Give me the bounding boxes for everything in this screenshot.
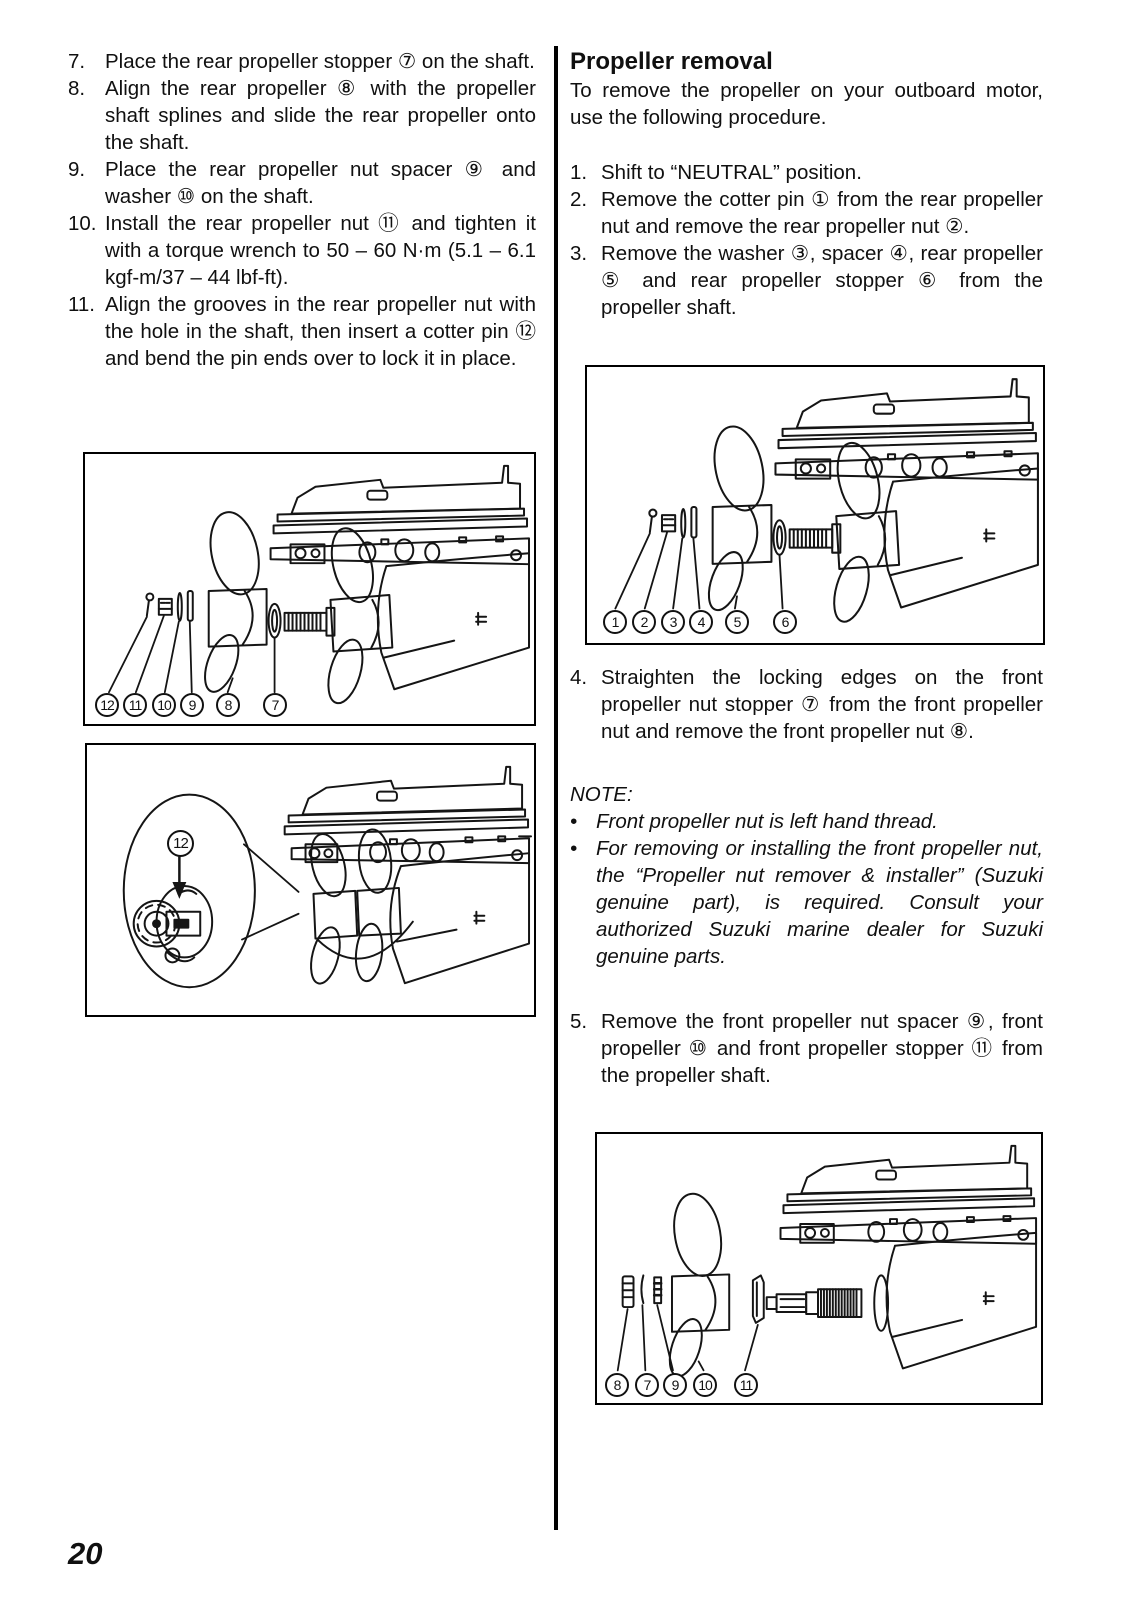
- figure-cotter-pin-closeup: 12: [85, 743, 536, 1017]
- step-number: 8.: [68, 77, 86, 100]
- step-text: Remove the front propeller nut spacer ⑨,…: [601, 1010, 1043, 1087]
- install-step-10: 10. Install the rear propeller nut ⑪ and…: [68, 210, 536, 291]
- figure-front-propeller-removal: 8 7 9 10 11: [595, 1132, 1043, 1405]
- step-number: 10.: [68, 212, 97, 235]
- note-text: For removing or installing the front pro…: [596, 837, 1043, 968]
- column-divider: [554, 46, 558, 1530]
- removal-step-1: 1. Shift to “NEUTRAL” position.: [570, 159, 1043, 186]
- step-number: 7.: [68, 50, 86, 73]
- part-label-4: 4: [689, 610, 713, 634]
- removal-step-2: 2. Remove the cotter pin ① from the rear…: [570, 186, 1043, 240]
- part-label-2: 2: [632, 610, 656, 634]
- bullet-marker: •: [570, 837, 578, 860]
- step-number: 4.: [570, 666, 588, 689]
- right-column-top: Propeller removal To remove the propelle…: [570, 48, 1043, 321]
- step-number: 9.: [68, 158, 86, 181]
- removal-step-3: 3. Remove the washer ③, spacer ④, rear p…: [570, 240, 1043, 321]
- note-item: • Front propeller nut is left hand threa…: [570, 808, 1043, 835]
- step-number: 1.: [570, 161, 588, 184]
- part-label-9: 9: [180, 693, 204, 717]
- part-label-12: 12: [167, 830, 194, 857]
- figure-rear-propeller-install: 12 11 10 9 8 7: [83, 452, 536, 726]
- step-text: Remove the washer ③, spacer ④, rear prop…: [601, 242, 1043, 319]
- figure-rear-propeller-removal: 1 2 3 4 5 6: [585, 365, 1045, 645]
- part-label-7: 7: [635, 1373, 659, 1397]
- part-label-11: 11: [123, 693, 147, 717]
- part-label-10: 10: [693, 1373, 717, 1397]
- part-label-11: 11: [734, 1373, 758, 1397]
- step-text: Remove the cotter pin ① from the rear pr…: [601, 188, 1043, 238]
- install-step-7: 7. Place the rear propeller stopper ⑦ on…: [68, 48, 536, 75]
- part-label-10: 10: [152, 693, 176, 717]
- step-text: Shift to “NEUTRAL” position.: [601, 161, 862, 184]
- section-heading: Propeller removal: [570, 48, 773, 75]
- part-label-8: 8: [216, 693, 240, 717]
- right-column-mid: 4. Straighten the locking edges on the f…: [570, 664, 1043, 1089]
- part-label-9: 9: [663, 1373, 687, 1397]
- step-text: Align the grooves in the rear propeller …: [105, 293, 536, 370]
- outboard-cotter-pin-illustration: [122, 765, 533, 989]
- step-text: Straighten the locking edges on the fron…: [601, 666, 1043, 743]
- removal-step-5: 5. Remove the front propeller nut spacer…: [570, 1008, 1043, 1089]
- left-column: 7. Place the rear propeller stopper ⑦ on…: [68, 48, 536, 372]
- install-step-11: 11. Align the grooves in the rear propel…: [68, 291, 536, 372]
- step-text: Place the rear propeller nut spacer ⑨ an…: [105, 158, 536, 208]
- bullet-marker: •: [570, 810, 578, 833]
- step-number: 11.: [68, 293, 95, 316]
- step-number: 3.: [570, 242, 588, 265]
- step-number: 5.: [570, 1010, 588, 1033]
- part-label-8: 8: [605, 1373, 629, 1397]
- section-intro: To remove the propeller on your outboard…: [570, 79, 1043, 129]
- part-label-5: 5: [725, 610, 749, 634]
- removal-step-4: 4. Straighten the locking edges on the f…: [570, 664, 1043, 745]
- part-label-1: 1: [603, 610, 627, 634]
- note-label: NOTE:: [570, 783, 633, 806]
- note-item: • For removing or installing the front p…: [570, 835, 1043, 970]
- part-label-6: 6: [773, 610, 797, 634]
- page-number: 20: [68, 1536, 103, 1571]
- part-label-3: 3: [661, 610, 685, 634]
- note-text: Front propeller nut is left hand thread.: [596, 810, 938, 833]
- install-step-9: 9. Place the rear propeller nut spacer ⑨…: [68, 156, 536, 210]
- install-step-8: 8. Align the rear propeller ⑧ with the p…: [68, 75, 536, 156]
- part-label-7: 7: [263, 693, 287, 717]
- step-text: Align the rear propeller ⑧ with the prop…: [105, 77, 536, 154]
- step-number: 2.: [570, 188, 588, 211]
- outboard-lower-unit-exploded-illustration: [614, 378, 1039, 623]
- part-label-12: 12: [95, 693, 119, 717]
- outboard-lower-unit-front-prop-illustration: [616, 1144, 1038, 1378]
- outboard-lower-unit-exploded-illustration: [108, 464, 531, 705]
- step-text: Install the rear propeller nut ⑪ and tig…: [105, 212, 536, 289]
- step-text: Place the rear propeller stopper ⑦ on th…: [105, 50, 535, 73]
